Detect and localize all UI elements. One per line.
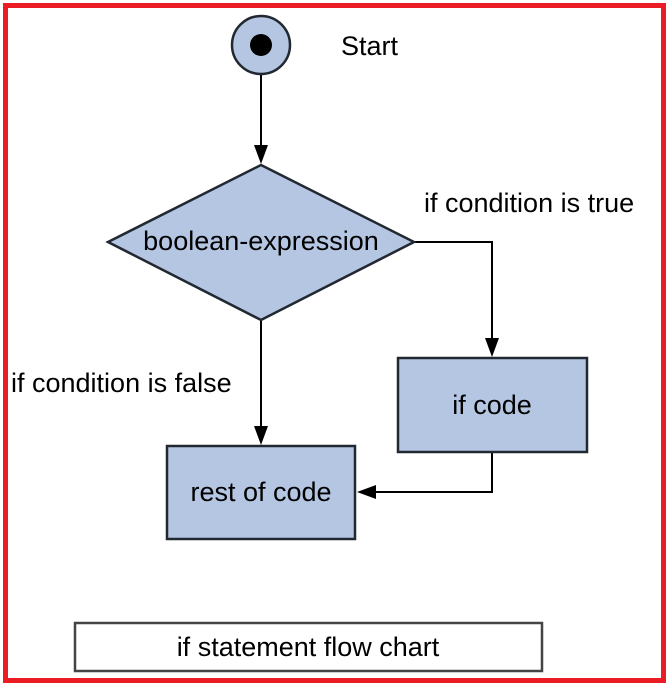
caption-label: if statement flow chart (177, 632, 440, 662)
red-frame-border (3, 3, 666, 683)
arrowhead-into-decision (254, 145, 268, 164)
edge-if-code-to-rest (374, 452, 493, 493)
edge-true-branch (414, 241, 493, 339)
rest-of-code-node (165, 444, 357, 541)
decision-node (105, 163, 417, 322)
arrowhead-into-rest-of-code-right (357, 485, 376, 499)
start-node-inner-dot (250, 34, 272, 56)
decision-node-label: boolean-expression (143, 226, 379, 256)
if-code-node (396, 356, 589, 454)
caption-box (73, 621, 544, 673)
arrowhead-into-if-code (485, 338, 499, 357)
rest-of-code-node-label: rest of code (190, 477, 331, 507)
if-code-node-label: if code (452, 390, 532, 420)
arrowhead-into-rest-of-code-top (254, 426, 268, 445)
true-branch-label: if condition is true (424, 188, 634, 218)
false-branch-label: if condition is false (11, 368, 232, 398)
start-label: Start (341, 31, 399, 61)
